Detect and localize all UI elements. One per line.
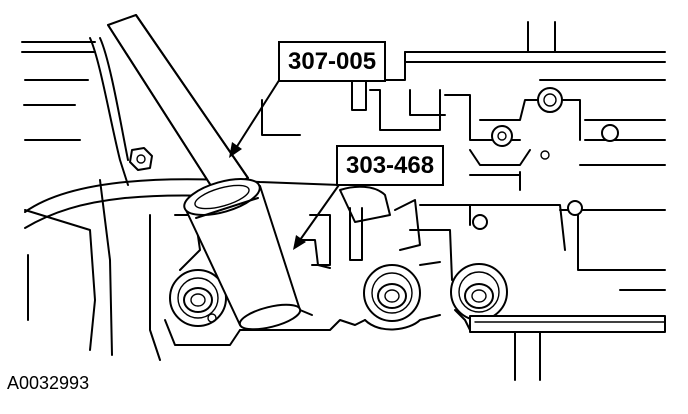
tool-303-468-socket — [183, 178, 302, 331]
case-housing — [21, 21, 666, 356]
case-lower — [164, 261, 666, 381]
callout-label-303-468: 303-468 — [336, 145, 445, 186]
figure-id: A0032993 — [7, 373, 90, 393]
boss-bolt-3 — [450, 263, 508, 321]
tool-307-005-handle — [107, 14, 249, 193]
leader-arrow-307-005 — [229, 70, 286, 158]
boss-bolt-2 — [363, 264, 421, 322]
valve-body-middle — [149, 185, 666, 361]
bolt-left — [129, 147, 153, 171]
flat-bar — [469, 315, 666, 333]
boss-bolt-1 — [169, 269, 227, 327]
callout-label-307-005: 307-005 — [278, 41, 387, 82]
valve-body-upper — [261, 79, 666, 191]
leader-arrow-303-468 — [293, 174, 347, 250]
